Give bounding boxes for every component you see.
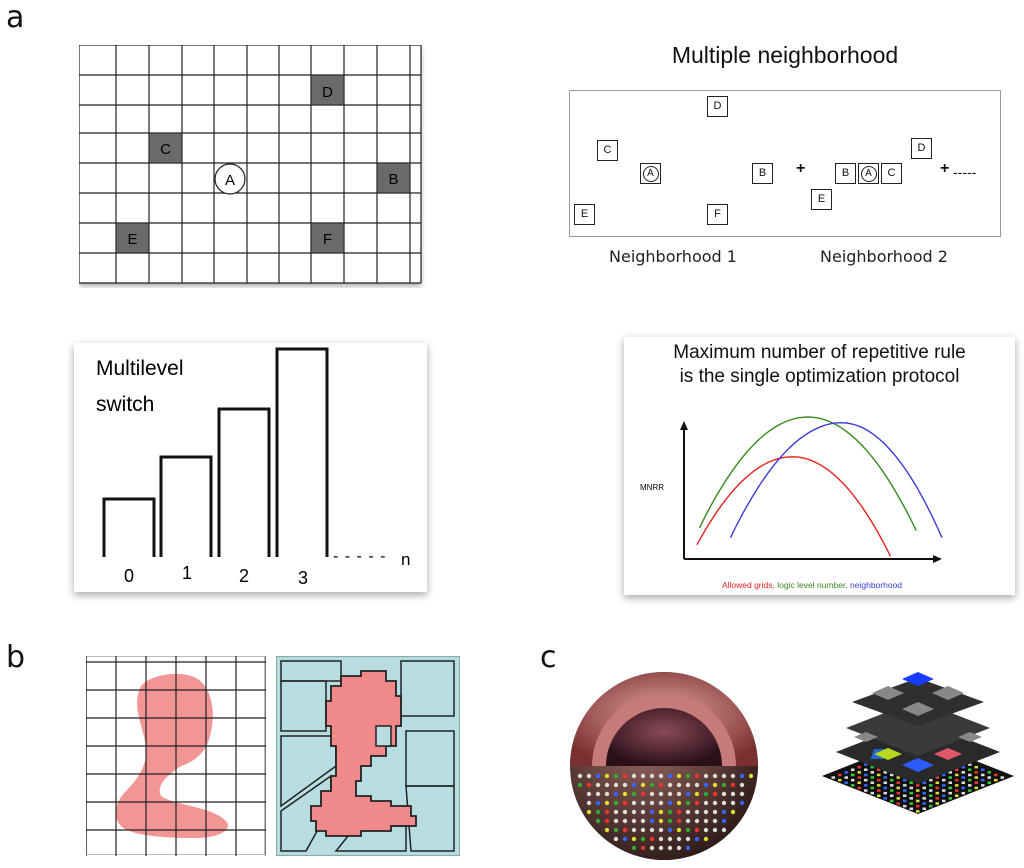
n1-cell-f: F: [707, 204, 728, 225]
x-label-part: ,: [773, 580, 778, 590]
grid-cell-label: D: [322, 84, 333, 101]
plus-sign: +: [796, 160, 806, 177]
continuation-dashes: -----: [953, 164, 977, 180]
switch-n-label: n: [401, 550, 410, 569]
switch-title-line2: switch: [96, 393, 154, 416]
irregular-region: [115, 673, 228, 838]
layered-sphere-illustration: [570, 672, 758, 860]
grid-cell-b: B: [376, 162, 411, 194]
n1-cell-e: E: [574, 204, 595, 225]
grid-cell-label: C: [160, 141, 171, 158]
grid-cell-label: F: [323, 231, 332, 248]
level-label: 2: [239, 566, 249, 586]
grid-cell-label: E: [127, 231, 137, 248]
series-line-0: [696, 456, 892, 557]
n1-cell-a: A: [640, 163, 661, 184]
x-label-part: logic level number: [777, 580, 846, 590]
grid-cell-a: A: [214, 163, 246, 195]
y-axis-label: MNRR: [640, 483, 664, 492]
n1-cell-c: C: [597, 140, 618, 161]
grid-cell-label: A: [225, 172, 235, 189]
grid-cell-c: C: [148, 132, 183, 164]
n2-cell-a-label: A: [860, 166, 877, 182]
n2-cell-e: E: [811, 189, 832, 210]
panel-label-a: a: [6, 0, 25, 35]
switch-dashes: - - - - -: [333, 548, 386, 565]
level-label: 1: [182, 563, 192, 583]
grid-cell-label: B: [388, 171, 398, 188]
level-label: 0: [124, 566, 134, 586]
n2-cell-b: B: [835, 163, 856, 184]
grid-cell-f: F: [310, 222, 345, 254]
stacked-layers-illustration: [822, 672, 1014, 814]
level-label: 3: [298, 568, 308, 588]
grid-cell-d: D: [310, 74, 345, 106]
x-axis-label: Allowed grids, logic level number, neigh…: [722, 580, 902, 590]
x-label-part: neighborhood: [850, 580, 902, 590]
n1-cell-b: B: [752, 163, 773, 184]
chart-series: [696, 416, 943, 557]
pixelated-region: [310, 670, 417, 837]
grid-cell-e: E: [115, 222, 150, 254]
x-label-part: ,: [845, 580, 850, 590]
multiple-neighborhood-panel: Multiple neighborhood D C A B E F + B A …: [565, 40, 1005, 275]
panel-label-c: c: [540, 640, 557, 675]
switch-steps: [102, 347, 329, 557]
region-on-grid: [86, 656, 266, 856]
partitioned-region: [276, 656, 460, 856]
series-line-2: [729, 421, 943, 539]
x-label-part: Allowed grids: [722, 580, 773, 590]
chart-title-line1: Maximum number of repetitive rule: [673, 342, 966, 363]
n2-cell-a: A: [858, 163, 879, 184]
n2-cell-c: C: [881, 163, 902, 184]
n1-cell-d: D: [707, 96, 728, 117]
neighborhood-title: Multiple neighborhood: [671, 42, 899, 68]
chart-axes: [680, 421, 942, 563]
chart-title: Maximum number of repetitive rule is the…: [624, 341, 1015, 389]
panel-label-b: b: [6, 640, 26, 675]
neighborhood-2-label: Neighborhood 2: [820, 247, 948, 266]
switch-title-line1: Multilevel: [96, 357, 184, 380]
mnrr-chart-panel: Maximum number of repetitive rule is the…: [624, 337, 1015, 595]
cellular-grid: D C A B E F: [79, 45, 422, 284]
neighborhood-1-label: Neighborhood 1: [609, 247, 737, 266]
n1-cell-a-label: A: [642, 166, 659, 182]
series-line-1: [698, 416, 917, 531]
neighborhood-box: D C A B E F + B A C D E + -----: [569, 90, 1001, 237]
chart-title-line2: is the single optimization protocol: [679, 366, 960, 387]
n2-cell-d: D: [911, 138, 932, 159]
multilevel-switch-panel: Multilevel switch - - - - - n 0 1 2 3: [74, 343, 427, 592]
plus-sign: +: [940, 160, 950, 177]
